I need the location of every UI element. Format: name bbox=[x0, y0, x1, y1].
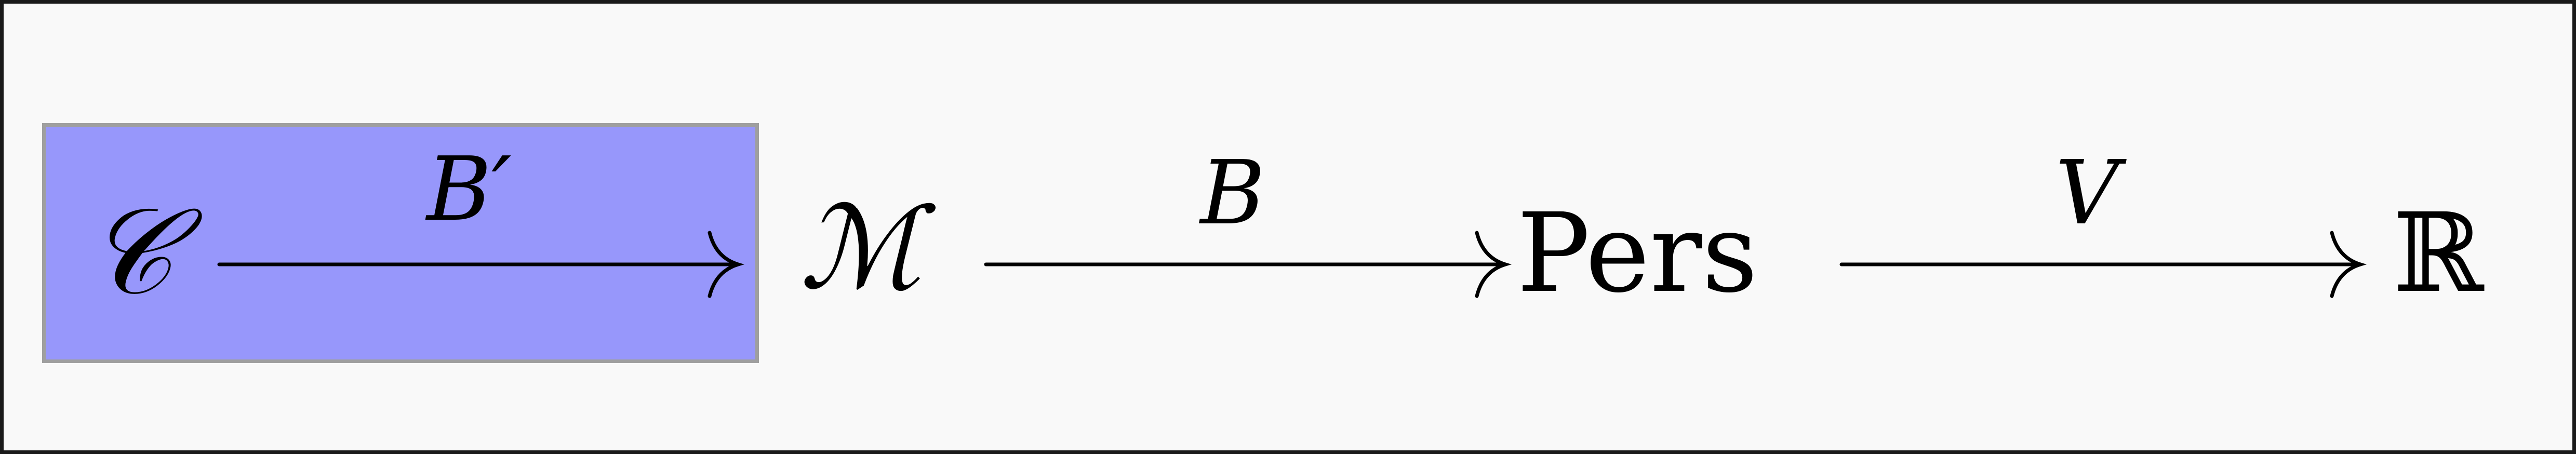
arrow-label-v: V bbox=[2055, 142, 2119, 245]
arrow-label-b: B bbox=[1200, 142, 1265, 245]
node-c: 𝒞 bbox=[86, 183, 173, 322]
highlight-box bbox=[42, 123, 759, 363]
node-r: ℝ bbox=[2393, 190, 2484, 317]
node-m: ℳ bbox=[799, 182, 922, 315]
node-pers: Pers bbox=[1516, 190, 1758, 317]
arrow-label-b-prime: B′ bbox=[426, 138, 512, 241]
